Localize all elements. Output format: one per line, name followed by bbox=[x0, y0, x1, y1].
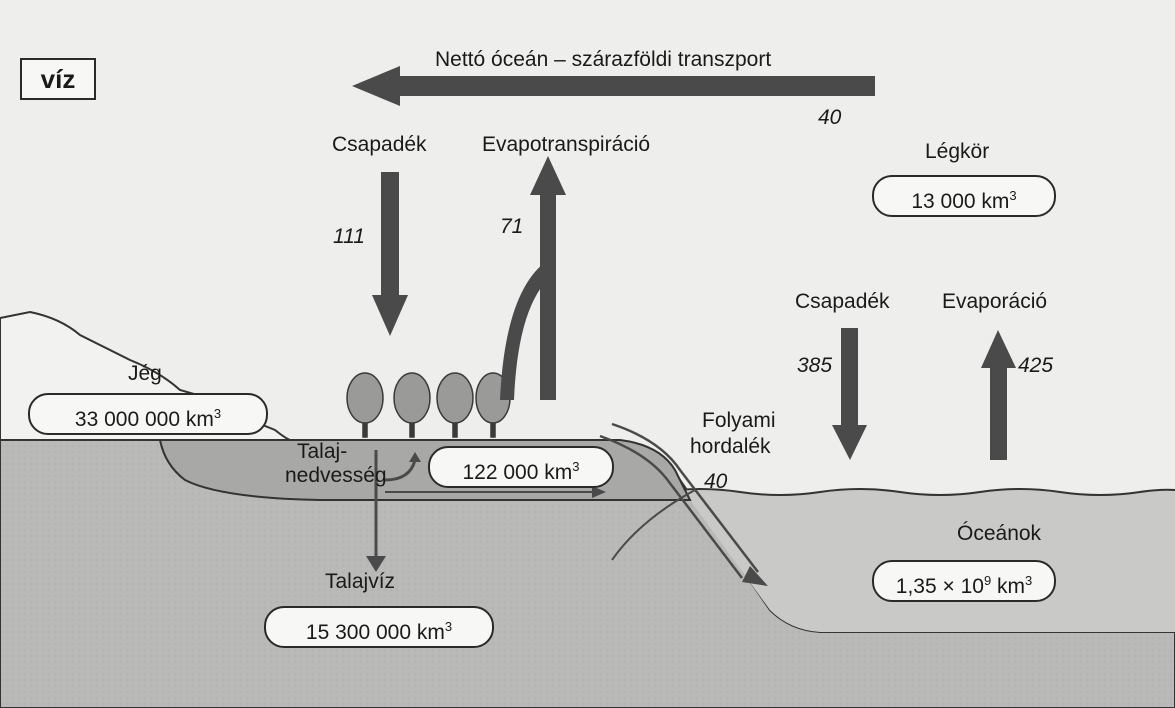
infiltration-arrow bbox=[374, 450, 417, 560]
soil-moisture-label: Talaj- nedvesség bbox=[285, 440, 387, 488]
river-arrowhead bbox=[742, 566, 768, 586]
land-precip-label: Csapadék bbox=[332, 133, 427, 156]
ocean-precip-arrow bbox=[832, 328, 867, 460]
net-transport-value: 40 bbox=[818, 106, 842, 129]
title-badge: víz bbox=[20, 58, 96, 100]
evapotranspiration-arrow bbox=[500, 156, 566, 400]
land-precip-arrow bbox=[372, 172, 408, 336]
groundwater-volume: 15 300 000 km3 bbox=[264, 606, 494, 648]
soil-moisture-label-line1: Talaj- bbox=[297, 440, 348, 463]
ocean-precip-label: Csapadék bbox=[795, 290, 890, 313]
river-arrow bbox=[599, 422, 759, 579]
ocean-surface bbox=[659, 488, 1175, 496]
soil-moisture-volume: 122 000 km3 bbox=[428, 446, 614, 488]
evapotranspiration-value: 71 bbox=[500, 215, 524, 238]
evaporation-arrow bbox=[981, 330, 1016, 460]
groundwater-flow-arrowhead bbox=[592, 486, 606, 498]
evaporation-value: 425 bbox=[1018, 354, 1054, 377]
river-value: 40 bbox=[704, 470, 728, 493]
atmosphere-label: Légkör bbox=[925, 140, 990, 163]
capillary-arrowhead bbox=[409, 452, 421, 462]
soil-moisture-label-line2: nedvesség bbox=[285, 464, 387, 487]
ice-label: Jég bbox=[128, 362, 162, 385]
evapotranspiration-label: Evapotranspiráció bbox=[482, 133, 651, 156]
ocean-precip-value: 385 bbox=[797, 354, 833, 377]
groundwater-flow-arrow bbox=[385, 489, 696, 561]
river-label: Folyami hordalék bbox=[690, 408, 776, 460]
tree-icon bbox=[436, 372, 474, 438]
oceans-label: Óceánok bbox=[957, 522, 1042, 545]
net-transport-arrow bbox=[352, 66, 875, 106]
groundwater-label: Talajvíz bbox=[325, 570, 396, 593]
river-label-line2: hordalék bbox=[690, 435, 771, 458]
ice-volume: 33 000 000 km3 bbox=[28, 393, 268, 435]
infiltration-arrowhead bbox=[366, 556, 386, 572]
net-transport-label: Nettó óceán – szárazföldi transzport bbox=[435, 48, 772, 71]
tree-icon bbox=[346, 372, 384, 438]
oceans-volume: 1,35 × 109 km3 bbox=[872, 560, 1056, 602]
evaporation-label: Evaporáció bbox=[942, 290, 1048, 313]
river-label-line1: Folyami bbox=[702, 409, 776, 432]
land-precip-value: 111 bbox=[333, 225, 365, 248]
atmosphere-volume: 13 000 km3 bbox=[872, 175, 1056, 217]
tree-icon bbox=[393, 372, 431, 438]
